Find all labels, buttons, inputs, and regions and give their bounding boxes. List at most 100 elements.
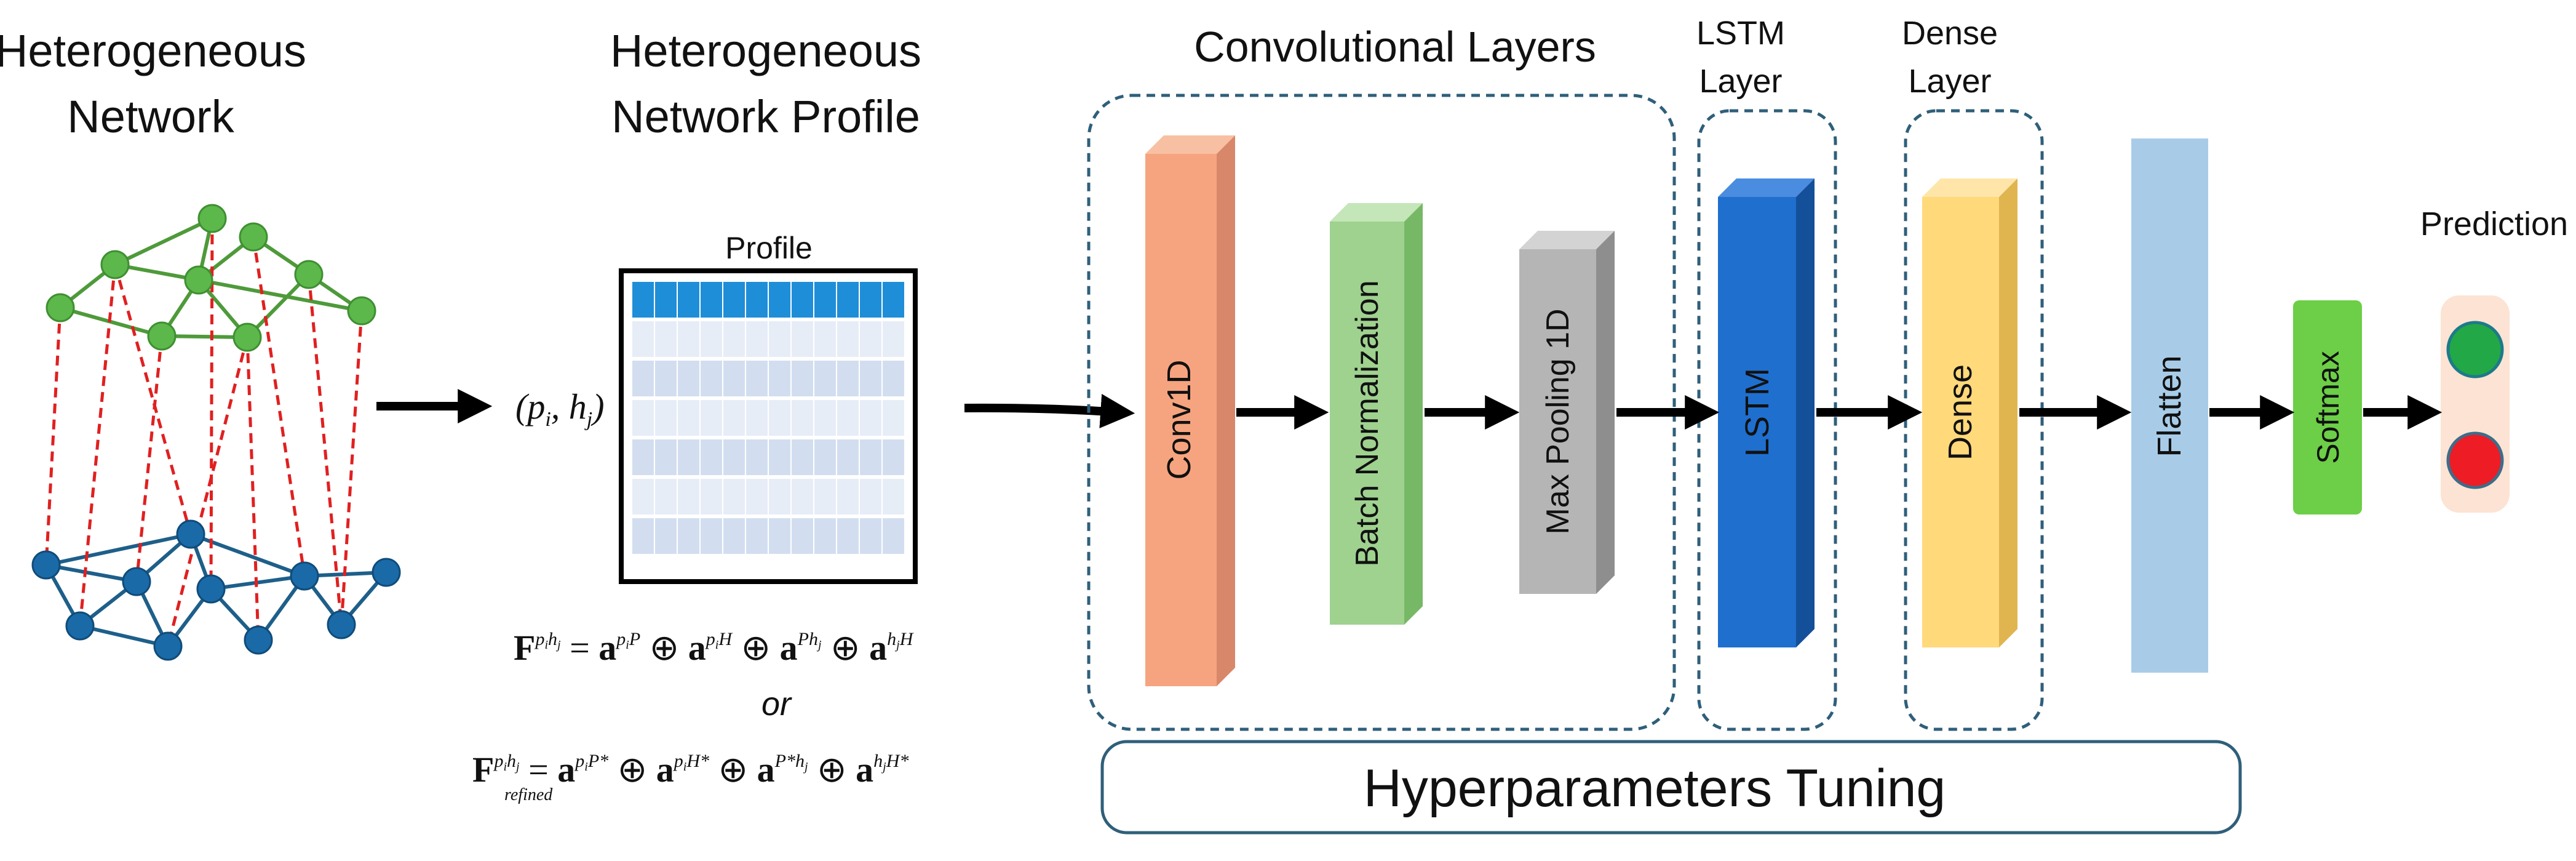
profile-cell <box>883 518 904 554</box>
profile-cell <box>814 321 836 357</box>
profile-cell <box>723 479 745 515</box>
hyperparameters-tuning-box: Hyperparameters Tuning <box>1100 740 2242 835</box>
profile-cell <box>678 479 699 515</box>
profile-cell <box>632 361 654 396</box>
profile-cell <box>769 361 790 396</box>
dense-label: Dense <box>1942 364 1979 460</box>
profile-cell <box>632 479 654 515</box>
profile-cell <box>701 439 722 475</box>
green-node <box>46 293 75 322</box>
profile-cell <box>723 439 745 475</box>
profile-cell <box>746 321 768 357</box>
profile-cell <box>814 400 836 436</box>
profile-cell <box>814 361 836 396</box>
profile-cell <box>792 400 813 436</box>
green-nodes <box>46 204 376 352</box>
profile-cell <box>746 282 768 318</box>
green-node <box>347 296 376 326</box>
profile-cell <box>860 400 881 436</box>
green-node <box>184 265 213 295</box>
pair-label: (pi, hj) <box>515 386 605 431</box>
equation-or: or <box>761 686 792 723</box>
profile-cell <box>792 479 813 515</box>
svg-text:refined: refined <box>504 785 553 804</box>
profile-cell <box>860 518 881 554</box>
profile-cell <box>814 479 836 515</box>
profile-cell <box>769 321 790 357</box>
blue-node <box>176 519 205 549</box>
profile-cell <box>632 400 654 436</box>
profile-cell <box>655 439 677 475</box>
profile-cell <box>792 439 813 475</box>
profile-cell <box>655 479 677 515</box>
green-node <box>233 322 262 352</box>
profile-cell <box>746 518 768 554</box>
profile-cell <box>837 321 859 357</box>
prediction-positive-dot <box>2446 321 2504 378</box>
profile-cell <box>769 518 790 554</box>
prediction-negative-dot <box>2446 431 2504 489</box>
title-conv-layers: Convolutional Layers <box>1194 23 1596 71</box>
maxpool-label: Max Pooling 1D <box>1540 308 1576 534</box>
title-hetero-network-line1: Heterogeneous <box>0 25 306 76</box>
title-dense-layer-line1: Dense <box>1902 15 1998 52</box>
profile-cell <box>632 282 654 318</box>
profile-cell <box>632 439 654 475</box>
hyperparameters-tuning-label: Hyperparameters Tuning <box>1364 759 1946 818</box>
profile-cell <box>883 361 904 396</box>
profile-cell <box>723 518 745 554</box>
profile-cell <box>746 361 768 396</box>
profile-cell <box>701 282 722 318</box>
profile-cell <box>746 400 768 436</box>
title-hetero-network-line2: Network <box>67 91 234 142</box>
title-dense-layer-line2: Layer <box>1908 63 1991 100</box>
profile-cell <box>655 400 677 436</box>
profile-cell <box>837 518 859 554</box>
profile-cell <box>655 282 677 318</box>
profile-cell <box>837 400 859 436</box>
profile-matrix <box>619 268 918 584</box>
arrow-profile-to-conv <box>964 394 1135 428</box>
profile-cell <box>701 361 722 396</box>
profile-cell <box>769 439 790 475</box>
conv-layers-box <box>1087 94 1676 731</box>
refined-feature-equation: Fpihj = apiP* ⊕ apiH* ⊕ aP*hj ⊕ ahjH* re… <box>472 750 908 804</box>
profile-cell <box>883 400 904 436</box>
title-hetero-profile-line1: Heterogeneous <box>610 25 921 76</box>
batchnorm-block: Batch Normalization <box>1330 203 1423 625</box>
profile-cell <box>860 282 881 318</box>
title-lstm-layer-line1: LSTM <box>1696 15 1785 52</box>
title-lstm-layer-line2: Layer <box>1699 63 1782 100</box>
blue-node <box>244 625 273 655</box>
svg-text:Fpihj = apiP* ⊕ apiH* ⊕ aP*hj: Fpihj = apiP* ⊕ apiH* ⊕ aP*hj ⊕ ahjH* <box>472 750 908 790</box>
blue-node <box>327 610 356 639</box>
title-prediction: Prediction <box>2420 206 2568 242</box>
green-node <box>147 321 177 351</box>
green-node <box>100 250 130 279</box>
conv1d-block: Conv1D <box>1145 135 1235 686</box>
profile-cell <box>655 518 677 554</box>
profile-label: Profile <box>725 231 813 265</box>
flatten-label: Flatten <box>2151 355 2188 457</box>
green-node <box>197 204 227 233</box>
profile-cell <box>678 518 699 554</box>
profile-cell <box>678 361 699 396</box>
feature-equation: Fpihj = apiP ⊕ apiH ⊕ aPhj ⊕ ahjH <box>514 628 915 668</box>
profile-cell <box>860 361 881 396</box>
profile-cell <box>792 321 813 357</box>
profile-cell <box>860 321 881 357</box>
profile-cell <box>655 361 677 396</box>
profile-cell <box>860 479 881 515</box>
profile-cell <box>792 518 813 554</box>
profile-cell <box>701 479 722 515</box>
blue-node <box>122 567 151 596</box>
flatten-block: Flatten <box>2131 138 2208 673</box>
profile-cell <box>792 361 813 396</box>
cross-layer-links <box>44 218 364 647</box>
green-node <box>294 260 324 289</box>
profile-cell <box>655 321 677 357</box>
heterogeneous-network-graph <box>31 204 401 661</box>
profile-cell <box>746 479 768 515</box>
profile-cell <box>723 400 745 436</box>
profile-cell <box>814 439 836 475</box>
